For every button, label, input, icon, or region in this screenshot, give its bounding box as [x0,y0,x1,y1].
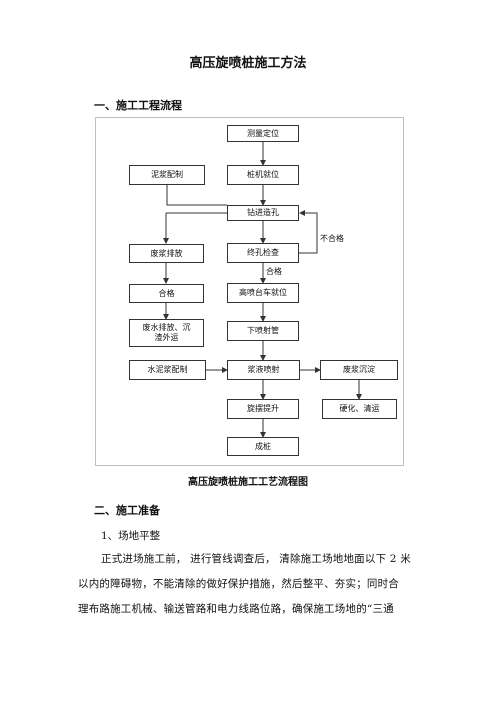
paragraph-line-3: 理布路施工机械、输送管路和电力线路位路，确保施工场地的“三通 [78,603,394,615]
flow-node-qualified: 合格 [129,284,204,303]
flow-node-mud: 泥浆配制 [129,165,205,185]
edge-label-unqualified: 不合格 [320,234,344,243]
section-heading-process: 一、施工工程流程 [94,99,182,112]
flow-node-measure: 测量定位 [227,125,299,142]
flow-node-harden: 硬化、清运 [322,399,397,419]
subsection-heading: 1、场地平整 [101,530,161,542]
flow-node-inspect: 终孔检查 [227,243,299,263]
flow-node-pile: 成桩 [227,437,299,456]
section-heading-preparation: 二、施工准备 [94,504,160,517]
flowchart-connectors [163,142,362,438]
flow-node-trolley: 高喷台车就位 [227,283,299,303]
paragraph-line-1: 正式进场施工前， 进行管线调查后， 清除施工场地地面以下 2 米 [101,553,411,565]
flow-node-drill: 钻进造孔 [227,205,299,221]
flow-node-lift: 旋摆提升 [227,399,299,419]
flow-node-cement: 水泥浆配制 [129,360,206,380]
flow-node-waste-mud: 废浆排放 [129,244,204,263]
document-title: 高压旋喷桩施工方法 [189,56,307,71]
edge-label-qualified: 合格 [266,267,282,276]
flow-node-lower-pipe: 下喷射管 [227,321,299,341]
flow-node-discharge: 废水排放、沉 渣外运 [129,319,204,347]
flow-node-jet: 浆液喷射 [227,360,300,380]
flow-node-rig: 桩机就位 [227,165,299,185]
flow-node-settle: 废浆沉淀 [320,360,398,380]
paragraph-line-2: 以内的障碍物，不能清除的做好保护措施，然后整平、夯实；同时合 [78,578,399,590]
figure-caption: 高压旋喷桩施工工艺流程图 [188,477,308,488]
